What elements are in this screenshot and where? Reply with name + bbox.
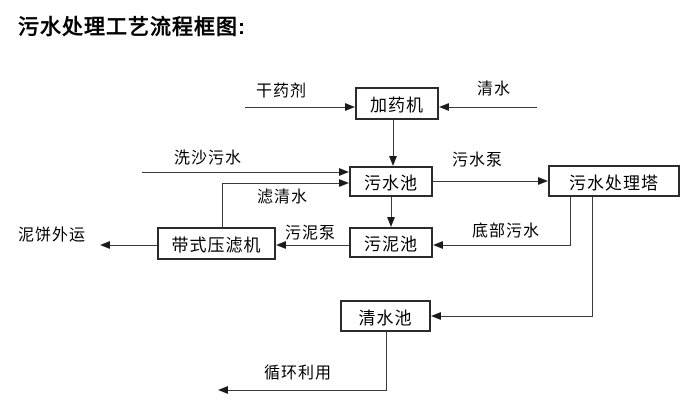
connector-tower-to-clean-pool-vertical [592, 197, 593, 316]
diagram-title: 污水处理工艺流程框图: [18, 16, 246, 39]
arrowhead-into-press-icon [276, 241, 286, 249]
arrowhead-mud-cake-out-icon [100, 241, 110, 249]
arrowhead-sewage-down-icon [387, 217, 395, 227]
flow-label-bottom-sewage: 底部污水 [472, 223, 541, 240]
flow-label-mud-cake-out: 泥饼外运 [18, 227, 87, 244]
flow-label-sludge-pump: 污泥泵 [285, 225, 337, 242]
connector-tower-to-sludge-pool [442, 245, 571, 246]
node-clean-water-pool: 清水池 [340, 300, 431, 332]
arrowhead-into-sewage-pool-lower-icon [339, 179, 349, 187]
connector-clean-pool-recycling-vertical [386, 332, 387, 390]
flow-label-sand-washing-sewage: 洗沙污水 [174, 150, 243, 167]
connector-clean-pool-to-recycling [227, 390, 387, 391]
connector-tower-bottom-sewage-vertical [570, 197, 571, 246]
connector-press-to-filtered-water-vertical [222, 184, 223, 227]
arrowhead-into-sludge-pool-icon [433, 241, 443, 249]
flow-label-recycling: 循环利用 [264, 365, 333, 382]
connector-tower-to-clean-pool [440, 316, 593, 317]
arrowhead-recycling-icon [218, 386, 228, 394]
node-belt-filter-press: 带式压滤机 [157, 227, 276, 260]
node-sewage-pool: 污水池 [349, 166, 433, 197]
node-dosing-machine: 加药机 [355, 87, 439, 120]
flow-label-sewage-pump: 污水泵 [452, 152, 504, 169]
flow-label-clean-water: 清水 [477, 81, 512, 98]
flow-label-dry-chemical: 干药剂 [256, 83, 308, 100]
connector-sewage-pool-to-tower [433, 181, 539, 182]
connector-dosing-to-sewage-pool-vertical [393, 120, 394, 156]
arrowhead-into-dosing-left-icon [345, 103, 355, 111]
node-treatment-tower: 污水处理塔 [548, 165, 680, 197]
connector-dry-chemical-to-dosing [245, 107, 346, 108]
connector-clean-water-to-dosing [449, 107, 537, 108]
connector-sand-sewage-to-sewage-pool [142, 172, 340, 173]
arrowhead-into-sewage-pool-upper-icon [339, 168, 349, 176]
flow-label-filtered-water: 滤清水 [257, 189, 309, 206]
node-sludge-pool: 污泥池 [349, 227, 433, 258]
connector-sewage-pool-to-sludge-pool-vertical [391, 197, 392, 217]
arrowhead-into-clean-pool-icon [431, 312, 441, 320]
arrowhead-dosing-down-icon [389, 156, 397, 166]
connector-press-to-mud-cake-out [109, 245, 157, 246]
arrowhead-into-dosing-right-icon [439, 103, 449, 111]
connector-filtered-water-to-sewage-pool [222, 183, 340, 184]
connector-sludge-pool-to-press [285, 245, 349, 246]
arrowhead-into-tower-icon [538, 177, 548, 185]
